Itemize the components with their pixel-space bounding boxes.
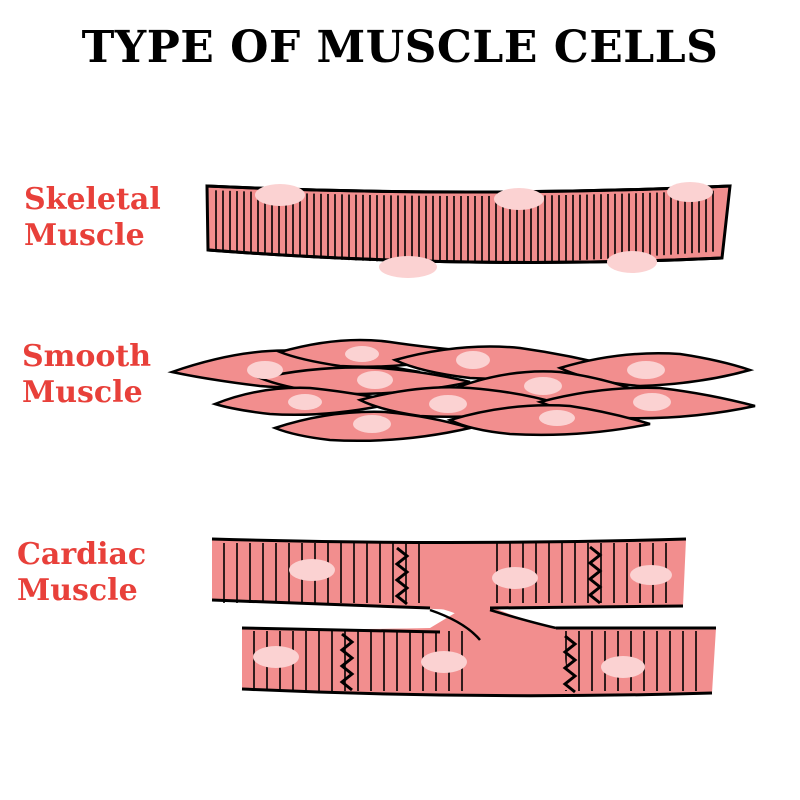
smooth-nucleus [345, 346, 379, 362]
intercalated-discs [339, 545, 603, 694]
cardiac-top-edge [211, 537, 687, 544]
cardiac-muscle-fibers [211, 537, 716, 698]
smooth-nucleus [288, 394, 322, 410]
smooth-nucleus [357, 371, 393, 389]
smooth-nucleus [429, 395, 467, 413]
cardiac-bottom-edge [241, 687, 713, 698]
skeletal-nucleus [607, 251, 657, 273]
cardiac-branch-edge [489, 608, 557, 630]
smooth-nucleus [539, 410, 575, 426]
cardiac-bottom-upper-edge [241, 626, 441, 634]
smooth-nucleus [633, 393, 671, 411]
smooth-nucleus [247, 361, 283, 379]
cardiac-nucleus [289, 559, 335, 581]
intercalated-disc [587, 545, 603, 605]
skeletal-nucleus [379, 256, 437, 278]
diagram-title: TYPE OF MUSCLE CELLS [81, 22, 719, 73]
cardiac-muscle-label: Cardiac Muscle [17, 537, 147, 608]
skeletal-striations [215, 190, 714, 263]
cardiac-branch-edge [429, 608, 481, 641]
skeletal-muscle-fiber [205, 182, 732, 278]
smooth-nucleus [524, 377, 562, 395]
smooth-muscle-label: Smooth Muscle [22, 339, 152, 410]
skeletal-muscle-label: Skeletal Muscle [24, 182, 161, 253]
cardiac-nucleus [630, 565, 672, 585]
skeletal-nucleus [667, 182, 713, 202]
skeletal-nucleus [494, 188, 544, 210]
smooth-nucleus [456, 351, 490, 369]
intercalated-disc [562, 634, 578, 694]
smooth-muscle-cells [167, 338, 756, 443]
cardiac-nucleus [492, 567, 538, 589]
intercalated-disc [394, 546, 410, 606]
smooth-nucleus [627, 361, 665, 379]
cardiac-nucleus [253, 646, 299, 668]
intercalated-disc [339, 632, 355, 692]
cardiac-branch [430, 606, 570, 690]
skeletal-nucleus [255, 184, 305, 206]
smooth-nucleus [353, 415, 391, 433]
cardiac-nucleus [421, 651, 467, 673]
cardiac-top-lower-edge [211, 598, 431, 610]
cardiac-nucleus [601, 656, 645, 678]
cardiac-top-lower-edge [489, 604, 684, 610]
